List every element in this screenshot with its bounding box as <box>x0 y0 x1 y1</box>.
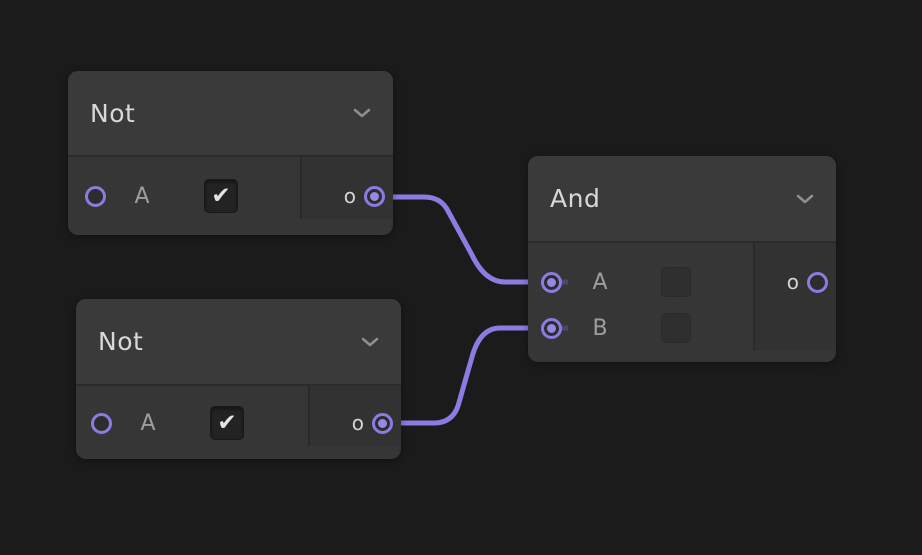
node-not-1-header[interactable]: Not <box>68 71 393 157</box>
output-port-o[interactable] <box>807 271 828 293</box>
input-row-a: A ✔ <box>91 400 308 446</box>
checkbox-input-b-disabled <box>661 313 691 343</box>
wire-not1-output-to-and-input-a[interactable] <box>373 194 538 285</box>
node-title: And <box>550 184 601 213</box>
checkbox-input-a-disabled <box>661 267 691 297</box>
node-and[interactable]: And A B <box>528 156 836 362</box>
output-row-o: o <box>755 259 836 305</box>
node-not-2[interactable]: Not A ✔ o <box>76 299 401 459</box>
input-label: A <box>140 410 156 436</box>
input-row-b: B <box>541 305 753 351</box>
input-port-a[interactable] <box>85 185 106 207</box>
input-label: B <box>592 315 608 341</box>
output-port-o[interactable] <box>372 412 393 434</box>
input-port-b[interactable] <box>541 317 562 339</box>
chevron-down-icon[interactable] <box>353 108 371 118</box>
wire-not2-output-to-and-input-b[interactable] <box>380 325 538 426</box>
input-port-a[interactable] <box>541 271 562 293</box>
node-title: Not <box>98 327 144 356</box>
input-row-a: A <box>541 259 753 305</box>
checkbox-input-a[interactable]: ✔ <box>210 406 244 440</box>
chevron-down-icon[interactable] <box>361 337 379 347</box>
output-port-o[interactable] <box>364 185 385 207</box>
output-label: o <box>786 270 799 294</box>
output-label: o <box>343 184 356 208</box>
node-and-header[interactable]: And <box>528 156 836 243</box>
output-row-o: o <box>302 173 393 219</box>
input-label: A <box>592 269 608 295</box>
checkbox-input-a[interactable]: ✔ <box>204 179 238 213</box>
input-port-a[interactable] <box>91 412 112 434</box>
output-row-o: o <box>310 400 401 446</box>
node-title: Not <box>90 98 136 128</box>
chevron-down-icon[interactable] <box>796 194 814 204</box>
node-not-1[interactable]: Not A ✔ o <box>68 71 393 235</box>
output-label: o <box>351 411 364 435</box>
input-label: A <box>134 183 150 209</box>
node-not-2-header[interactable]: Not <box>76 299 401 386</box>
input-row-a: A ✔ <box>85 173 300 219</box>
